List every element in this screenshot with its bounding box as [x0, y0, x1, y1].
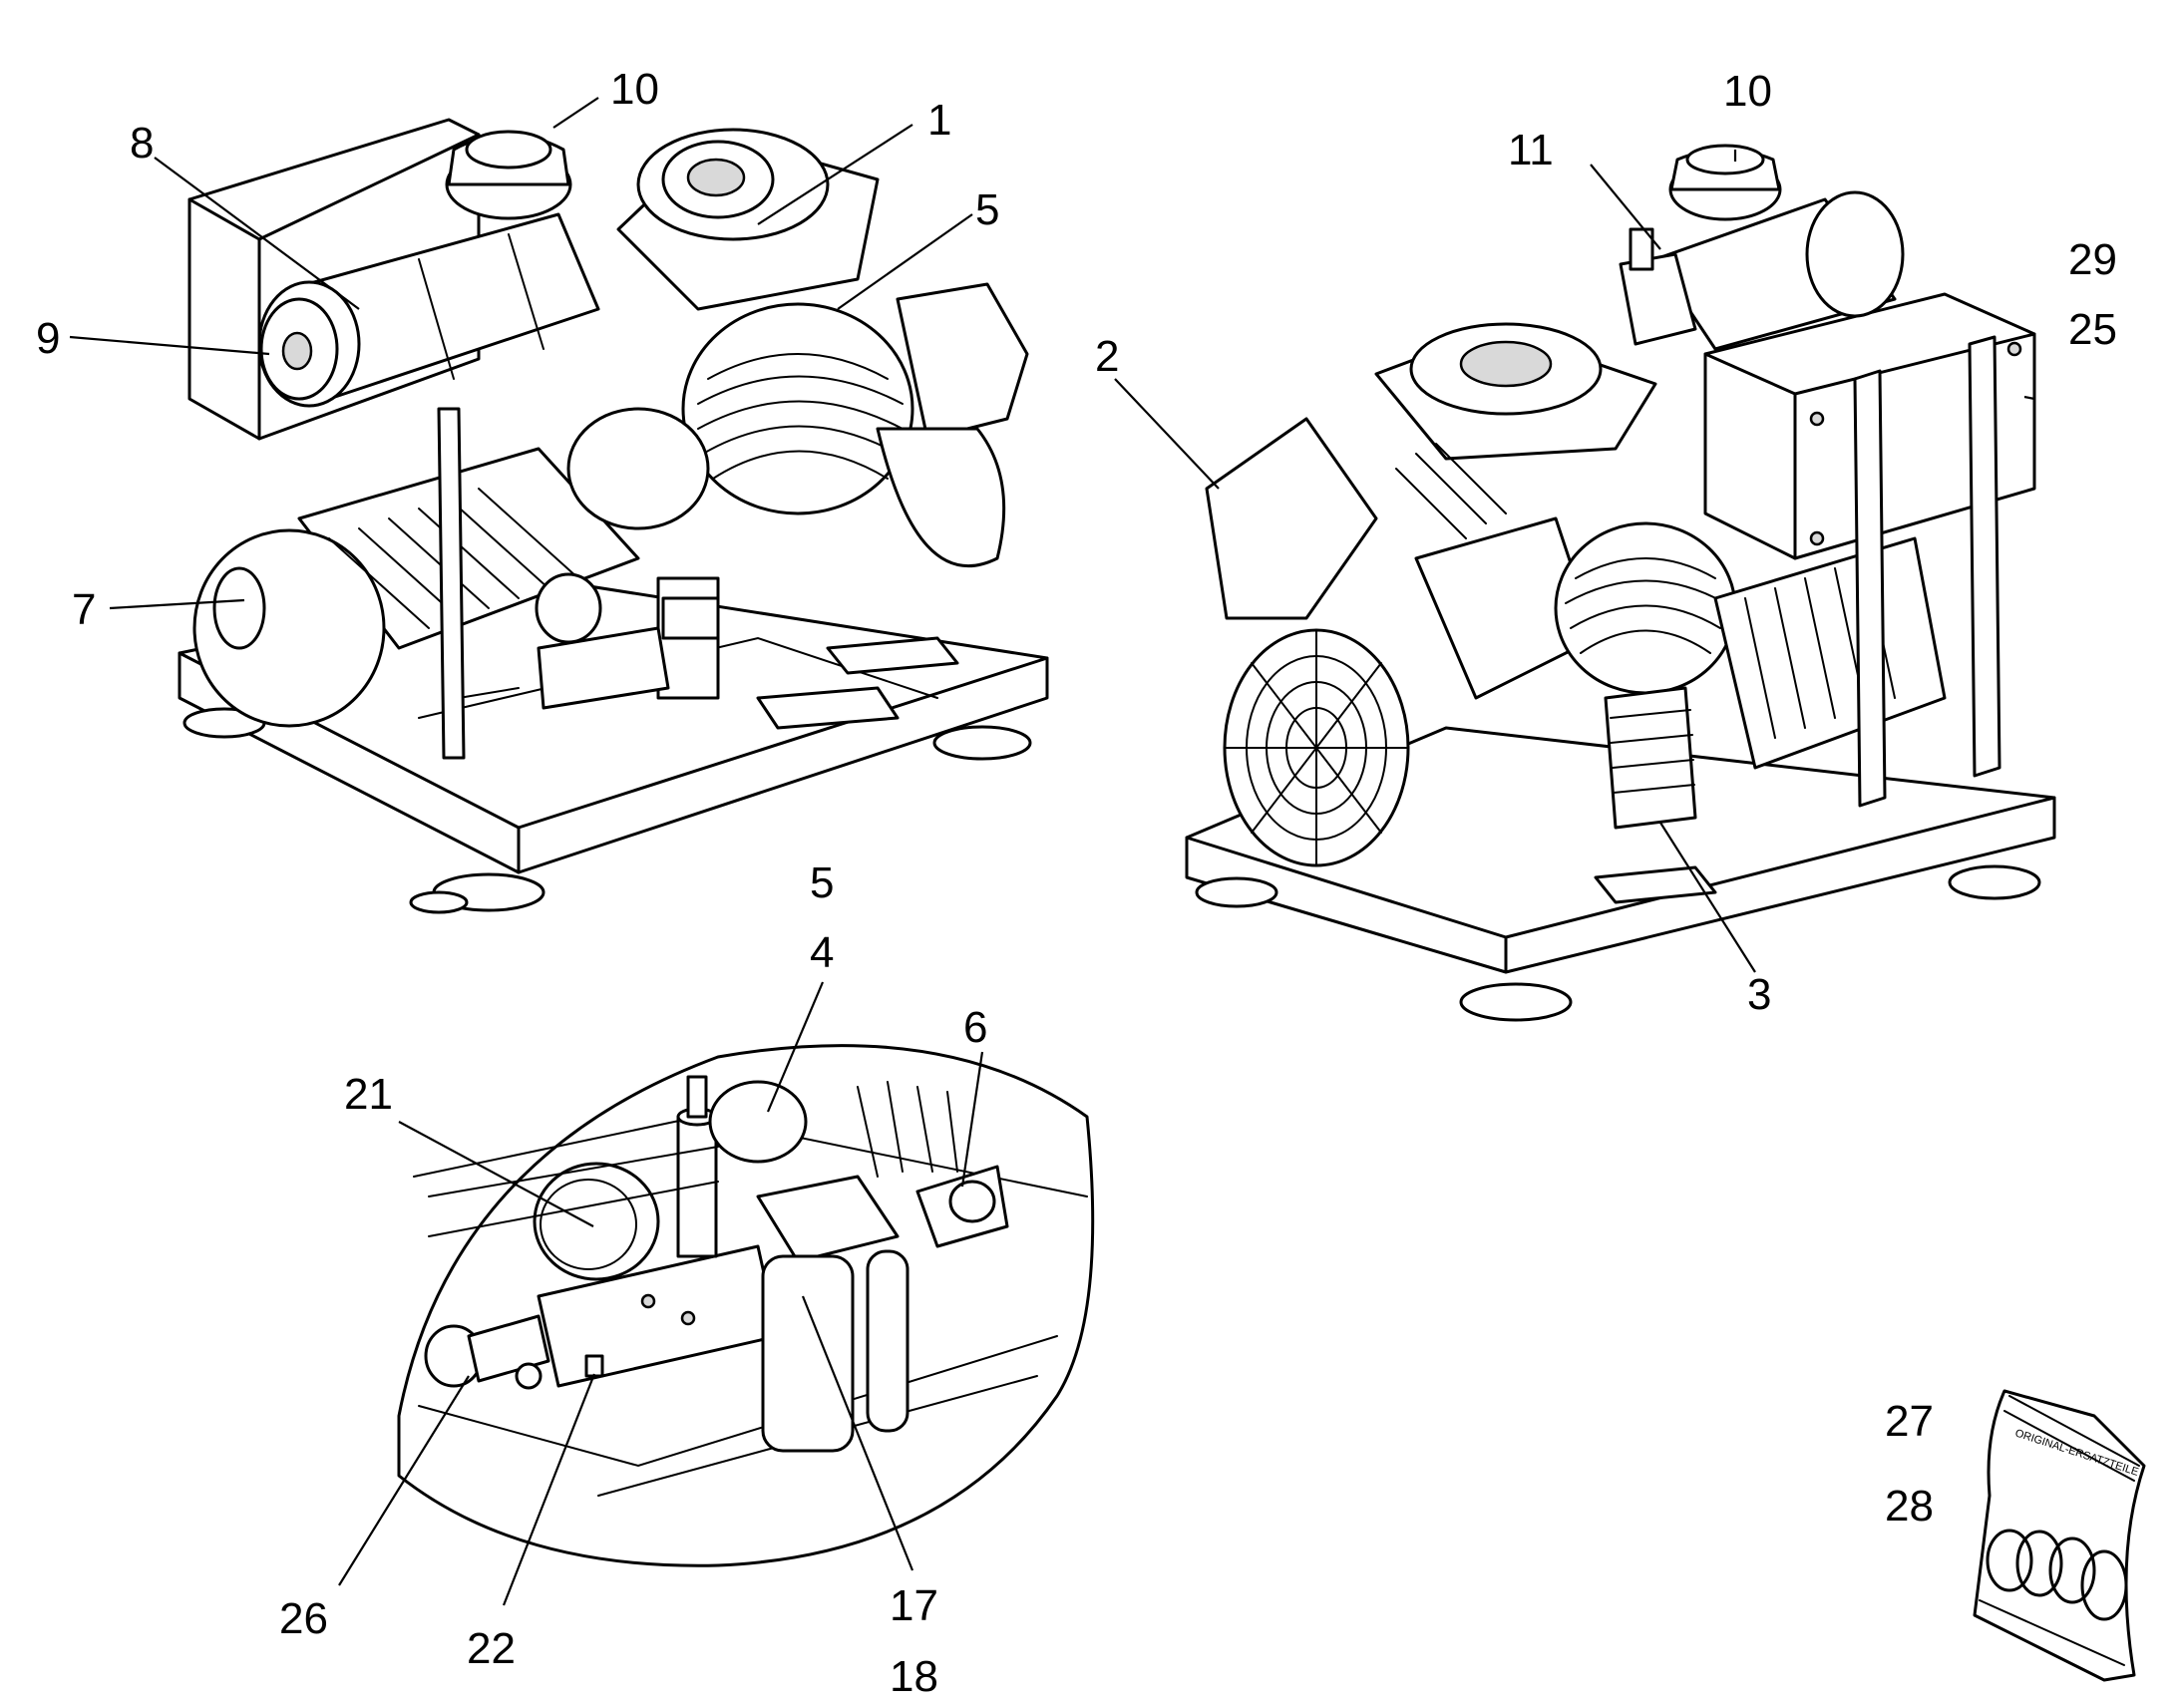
- callout-17: 17: [890, 1581, 938, 1630]
- callout-8: 8: [130, 119, 154, 168]
- callout-28: 28: [1885, 1482, 1934, 1531]
- callout-5-top: 5: [975, 185, 999, 234]
- callout-3: 3: [1747, 970, 1771, 1019]
- callout-22: 22: [467, 1624, 516, 1673]
- callout-4: 4: [810, 928, 834, 977]
- callout-6: 6: [963, 1003, 987, 1052]
- callout-1: 1: [927, 96, 951, 145]
- callout-labels: 10 1 8 5 9 7 10 11 29 25 2 5 3 4 6 21 27…: [36, 65, 2117, 1701]
- spare-parts-bag: ORIGINAL-ERSATZTEILE: [1973, 1389, 2146, 1682]
- leader-lines: [69, 97, 2035, 1606]
- compressor-rear-view: [1185, 144, 2056, 1022]
- callout-18: 18: [890, 1652, 938, 1701]
- callout-5-middle: 5: [810, 858, 834, 907]
- callout-10-right: 10: [1723, 67, 1772, 116]
- callout-27: 27: [1885, 1397, 1934, 1446]
- compressor-front-view: [178, 118, 1049, 914]
- callout-29: 29: [2068, 235, 2117, 284]
- callout-25: 25: [2068, 305, 2117, 354]
- callout-21: 21: [344, 1070, 393, 1119]
- callout-11: 11: [1508, 126, 1554, 174]
- detail-view: [397, 1044, 1095, 1567]
- callout-9: 9: [36, 314, 60, 363]
- callout-7: 7: [72, 585, 96, 634]
- callout-10-left: 10: [610, 65, 659, 114]
- callout-2: 2: [1095, 332, 1119, 381]
- callout-26: 26: [279, 1594, 328, 1643]
